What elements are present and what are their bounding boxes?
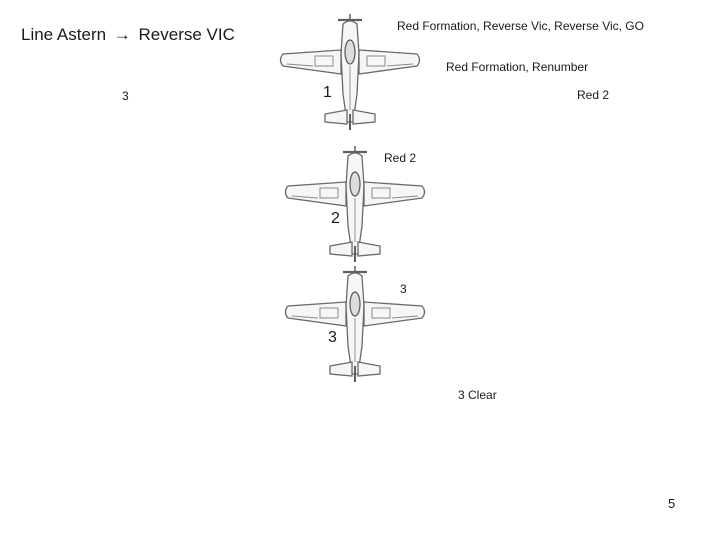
- aircraft-number-1: 1: [323, 84, 332, 101]
- aircraft-topview-icon: [279, 14, 421, 132]
- radio-call-renumber: Red Formation, Renumber: [446, 60, 589, 74]
- aircraft-2: [280, 146, 432, 266]
- page-number: 5: [668, 496, 676, 511]
- position-label-3: 3: [122, 89, 129, 103]
- aircraft-1: [275, 14, 427, 134]
- aircraft-3: [280, 266, 432, 386]
- radio-call-reverse-vic: Red Formation, Reverse Vic, Reverse Vic,…: [397, 19, 644, 33]
- title-start: Line Astern: [21, 25, 107, 44]
- arrow-right-icon: →: [113, 25, 131, 44]
- slide-title: Line Astern → Reverse VIC: [21, 25, 235, 45]
- aircraft-topview-icon: [284, 146, 426, 264]
- aircraft-topview-icon: [284, 266, 426, 384]
- aircraft-number-3: 3: [328, 329, 337, 346]
- title-end: Reverse VIC: [138, 25, 235, 44]
- radio-call-3-clear: 3 Clear: [458, 388, 497, 402]
- radio-call-red-2-reply: Red 2: [577, 88, 610, 102]
- radio-call-red-2: Red 2: [384, 151, 417, 165]
- radio-call-3: 3: [400, 282, 407, 296]
- aircraft-number-2: 2: [331, 210, 340, 227]
